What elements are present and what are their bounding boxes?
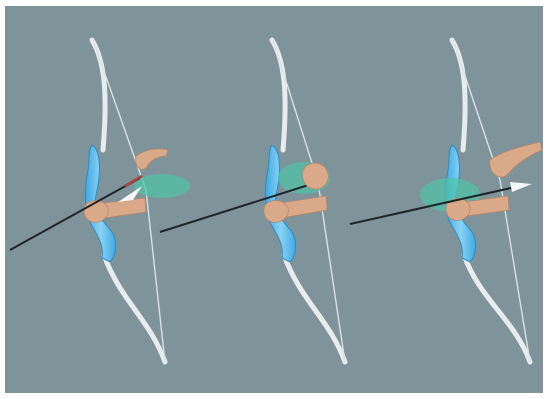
clearance-zone-behind-bow <box>134 174 190 198</box>
bow-hand <box>84 201 108 223</box>
bow-hand <box>264 201 288 223</box>
draw-hand <box>303 163 329 189</box>
